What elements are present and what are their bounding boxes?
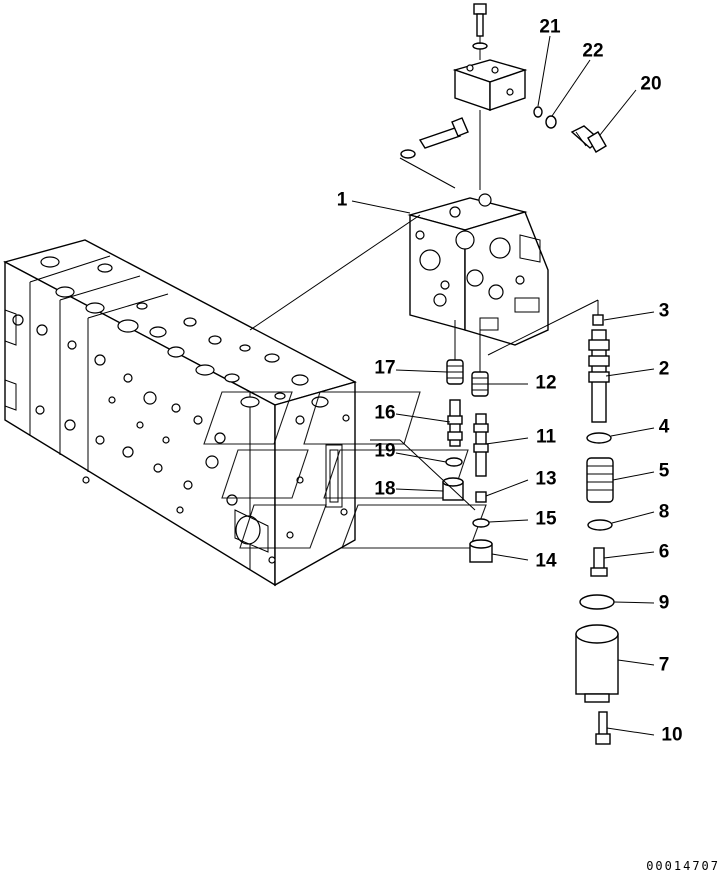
top-manifold-block xyxy=(452,59,528,111)
callout-5: 5 xyxy=(658,460,670,482)
section-valve-body xyxy=(407,193,549,346)
callout-12: 12 xyxy=(535,372,557,394)
seat-4 xyxy=(586,432,612,444)
callout-2: 2 xyxy=(658,358,670,380)
callout-14: 14 xyxy=(535,550,557,572)
top-bolt xyxy=(472,3,488,60)
spool-16 xyxy=(447,399,463,447)
plug-14 xyxy=(469,539,493,563)
part-13 xyxy=(475,491,487,503)
callout-11: 11 xyxy=(535,426,557,448)
part-3 xyxy=(592,314,604,326)
callout-6: 6 xyxy=(658,541,670,563)
callout-16: 16 xyxy=(374,402,396,424)
callout-19: 19 xyxy=(374,440,396,462)
seat-8 xyxy=(587,519,613,531)
cover-7 xyxy=(575,624,619,703)
o-ring-9 xyxy=(579,594,615,610)
o-ring-22 xyxy=(545,115,557,129)
callout-15: 15 xyxy=(535,508,557,530)
callout-8: 8 xyxy=(658,501,670,523)
callout-10: 10 xyxy=(661,724,683,746)
callout-18: 18 xyxy=(374,478,396,500)
bolt-6 xyxy=(590,547,608,577)
spring-12 xyxy=(471,371,489,397)
callout-1: 1 xyxy=(336,189,348,211)
plug-20 xyxy=(570,125,607,153)
main-valve-block xyxy=(3,239,357,587)
callout-13: 13 xyxy=(535,468,557,490)
callout-17: 17 xyxy=(374,357,396,379)
callout-4: 4 xyxy=(658,416,670,438)
o-ring-21 xyxy=(533,106,543,118)
o-ring-15 xyxy=(472,518,490,528)
callout-3: 3 xyxy=(658,300,670,322)
spring-17 xyxy=(446,359,464,385)
spool-11 xyxy=(473,413,489,477)
spring-5 xyxy=(586,457,614,503)
o-ring-19 xyxy=(445,457,463,467)
drawing-code: 00014707 xyxy=(646,859,720,873)
callout-20: 20 xyxy=(640,73,662,95)
callout-22: 22 xyxy=(582,40,604,62)
callout-21: 21 xyxy=(539,16,561,38)
bolt-10 xyxy=(595,711,611,745)
angled-bolt xyxy=(399,117,469,189)
spool-2 xyxy=(588,329,610,423)
leader-lines xyxy=(351,35,655,736)
callout-7: 7 xyxy=(658,654,670,676)
callout-9: 9 xyxy=(658,592,670,614)
